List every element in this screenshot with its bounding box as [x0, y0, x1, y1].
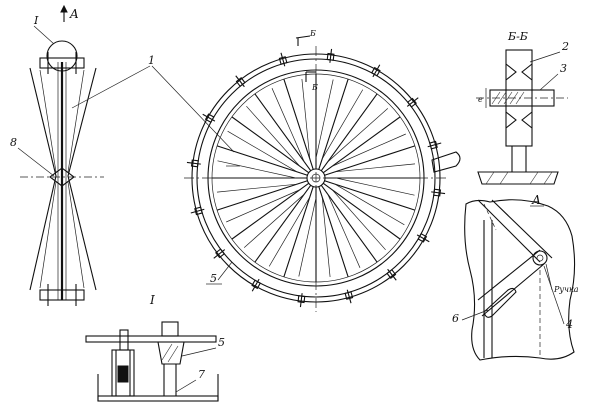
wheel-blade-edge [315, 79, 334, 159]
wheel-blade-edge [226, 189, 300, 223]
side-view: A I 8 [10, 4, 104, 306]
wheel-blade-edge [327, 108, 389, 163]
label-dim-e: е [478, 95, 483, 104]
label-section-b-arrow-top: Б [309, 29, 316, 38]
label-part-4: 4 [565, 318, 573, 331]
wheel-blade-edge [334, 183, 405, 226]
wheel-blade-edge [246, 105, 301, 167]
wheel-blade-edge [321, 89, 364, 160]
rim-bolt-shank [427, 142, 442, 148]
wheel-spoke [322, 182, 401, 240]
wheel-spoke [231, 116, 310, 174]
wheel-blade-edge [332, 133, 406, 167]
wheel-spoke [254, 184, 312, 263]
wheel-spoke [324, 145, 416, 176]
pulley-shaft [489, 89, 555, 107]
side-view-blade-right [67, 67, 97, 291]
wheel-spoke [320, 184, 378, 263]
detail-top-plate [85, 335, 217, 343]
wheel-blade-edge [334, 163, 416, 173]
label-section-b-mark: Б [311, 83, 318, 92]
view-a-pivot [532, 250, 548, 266]
rim-bolt-shank [387, 268, 397, 281]
view-a-outline [464, 199, 576, 361]
wheel-handle-knob [431, 151, 461, 173]
detail-i: I 5 7 [85, 293, 225, 402]
wheel-spoke [216, 180, 308, 211]
wheel-spoke [231, 182, 310, 240]
wheel-blade-edge [321, 196, 331, 278]
label-part-1: 1 [148, 54, 155, 67]
side-view-blade-left [29, 67, 57, 291]
rim-bolt-shank [299, 293, 303, 308]
detail-nut-right [161, 321, 179, 337]
label-part-5-wheel: 5 [210, 272, 217, 285]
section-bb: Б-Б е 2 3 [476, 30, 569, 185]
rim-bolt-shank [431, 191, 446, 195]
rim-bolt-shank [346, 289, 352, 304]
wheel-blade-edge [331, 189, 386, 251]
rim-bolts [186, 48, 446, 308]
wheel-blade-edge [301, 78, 311, 160]
rim-bolt-shank [190, 208, 205, 214]
rim-bolt-shank [235, 75, 245, 88]
section-b-arrow [295, 35, 311, 39]
label-view-a-top: A [69, 7, 79, 21]
side-view-top-bracket [39, 57, 85, 69]
label-handle: Ручка [553, 285, 579, 294]
wheel-spoke [283, 78, 314, 170]
label-part-6: 6 [452, 312, 459, 325]
wheel-spoke [318, 78, 349, 170]
rim-bolt-shank [406, 97, 419, 107]
wheel-spoke [254, 93, 312, 172]
view-a-detail: А Ручка 6 4 [452, 193, 579, 361]
wheel-spoke [322, 116, 401, 174]
rim-bolt-shank [202, 113, 216, 122]
wheel-spoke [318, 186, 349, 278]
label-part-8: 8 [10, 136, 17, 149]
wheel-spokes [212, 74, 420, 282]
wheel-spoke [216, 145, 308, 176]
wheel-spoke [283, 186, 314, 278]
label-section-bb: Б-Б [507, 30, 528, 43]
label-part-3: 3 [560, 62, 567, 75]
slot-part-6 [483, 287, 517, 318]
detail-bolt-left [119, 329, 129, 351]
wheel-blade-edge [327, 194, 361, 268]
rim-bolt-shank [251, 278, 260, 292]
wheel-blade-edge [216, 183, 298, 193]
wheel-blade-edge [335, 177, 415, 196]
rim-bolt-shank [416, 234, 430, 243]
rim-bolt-shank [329, 48, 333, 63]
rim-bolt-shank [372, 64, 381, 78]
label-view-a-detail: А [531, 193, 541, 207]
label-detail-1: I [149, 293, 155, 307]
side-view-bottom-bracket [39, 289, 85, 301]
rim-bolt-shank [280, 52, 286, 67]
wheel-blade-edge [268, 196, 311, 267]
label-part-5-detail: 5 [218, 336, 225, 349]
wheel-blade-edge [217, 160, 297, 179]
detail-bottom-plate [97, 395, 219, 402]
wheel-blade-edge [243, 193, 305, 248]
wheel-spoke [324, 180, 416, 211]
wheel-spoke [320, 93, 378, 172]
wheel-blade-edge [298, 197, 317, 277]
rim-bolt-shank [213, 249, 226, 259]
label-part-2: 2 [561, 40, 569, 53]
detail-callout-circle [46, 40, 78, 72]
wheel-blade-edge [271, 88, 305, 162]
wheel-blade-edge [227, 130, 298, 173]
rim-bolt-shank [186, 161, 201, 165]
label-callout-1-top: I [33, 14, 39, 27]
label-part-7: 7 [198, 368, 205, 381]
front-view-wheel: Б Б 5 [184, 29, 461, 312]
pulley-base [477, 171, 559, 185]
